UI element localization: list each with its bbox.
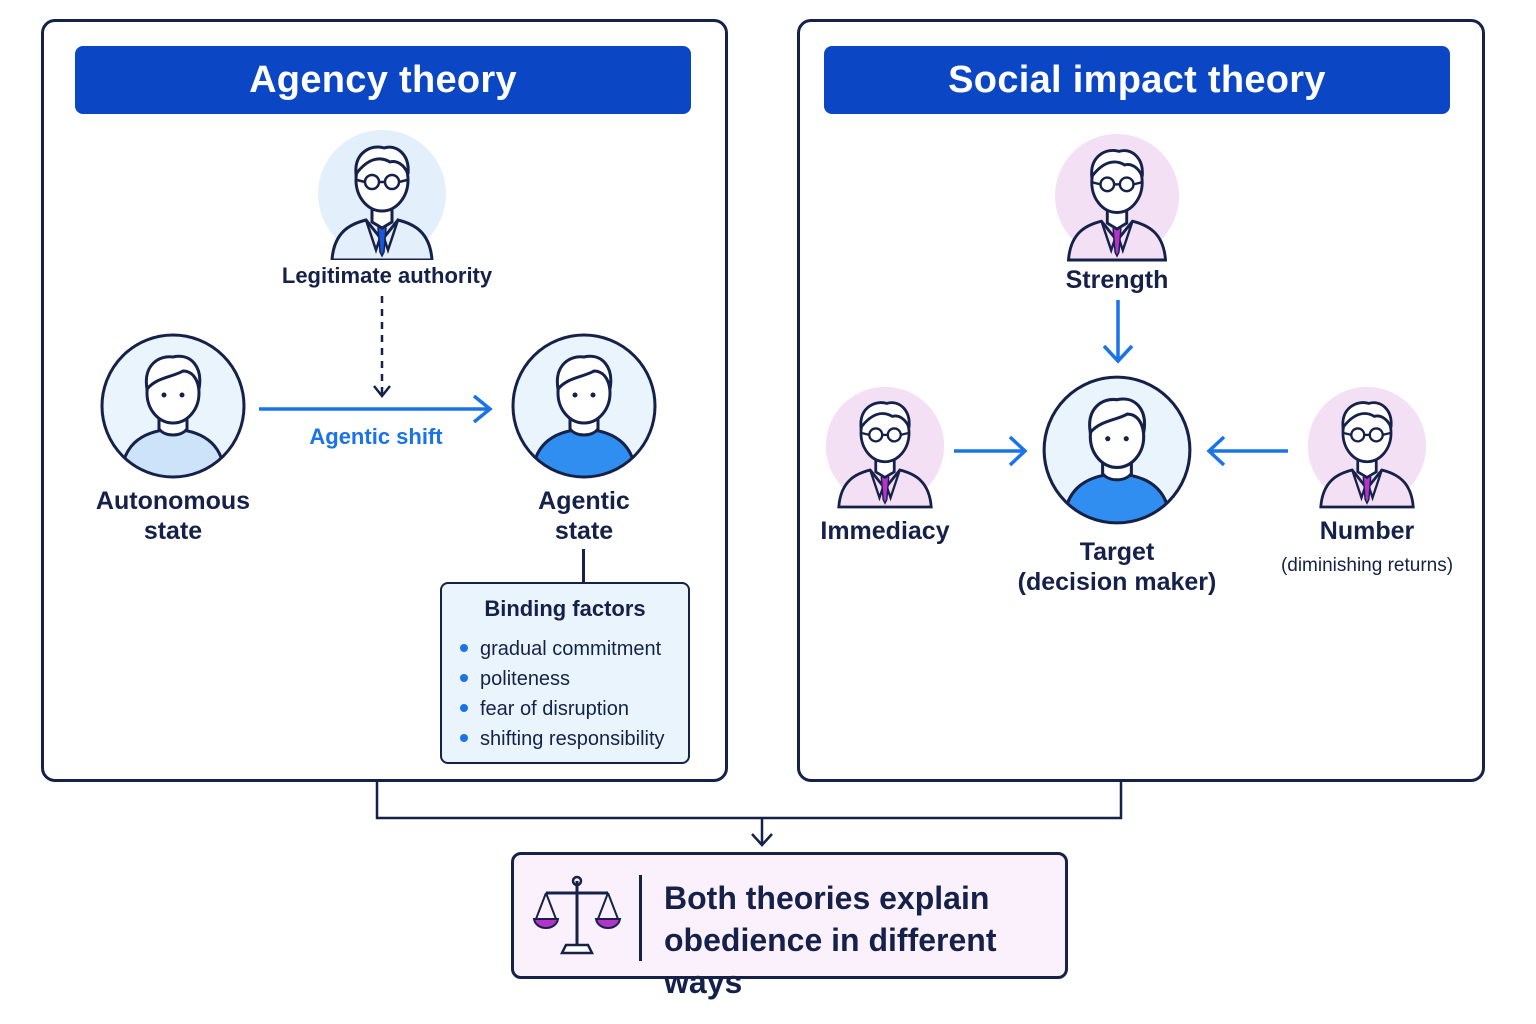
agentic-person-icon xyxy=(511,333,657,479)
conclusion-text: Both theories explain obedience in diffe… xyxy=(664,880,997,1000)
autonomous-person-icon xyxy=(100,333,246,479)
list-item: gradual commitment xyxy=(460,634,665,664)
number-sublabel: (diminishing returns) xyxy=(1280,555,1454,576)
agentic-shift-label: Agentic shift xyxy=(309,424,443,449)
bullet-icon xyxy=(460,673,468,682)
authority-label: Legitimate authority xyxy=(281,263,493,288)
agentic-shift-arrow xyxy=(259,394,493,424)
list-item: fear of disruption xyxy=(460,694,665,724)
immediacy-source-icon xyxy=(825,386,945,509)
authority-influence-arrow xyxy=(373,296,391,399)
social-impact-title: Social impact theory xyxy=(824,46,1450,114)
autonomous-state-label: Autonomous state xyxy=(95,487,251,545)
target-label: Target (decision maker) xyxy=(1017,538,1217,596)
target-person-icon xyxy=(1042,375,1192,525)
balance-scale-icon xyxy=(532,875,622,955)
bullet-icon xyxy=(460,733,468,742)
list-item: shifting responsibility xyxy=(460,724,665,754)
binding-connector xyxy=(582,549,585,583)
immediacy-arrow xyxy=(954,435,1028,467)
strength-source-icon xyxy=(1054,133,1180,262)
binding-factors-box: Binding factors gradual commitment polit… xyxy=(440,582,690,764)
strength-label: Strength xyxy=(1065,266,1169,294)
binding-factors-title: Binding factors xyxy=(484,596,646,621)
bullet-icon xyxy=(460,643,468,652)
number-arrow xyxy=(1206,435,1288,467)
authority-avatar-icon xyxy=(318,130,446,260)
agentic-state-label: Agentic state xyxy=(538,487,630,545)
immediacy-label: Immediacy xyxy=(820,517,950,545)
number-source-icon xyxy=(1307,386,1427,509)
agency-theory-title: Agency theory xyxy=(75,46,691,114)
binding-factors-list: gradual commitment politeness fear of di… xyxy=(460,634,665,754)
strength-arrow xyxy=(1102,300,1134,364)
conclusion-box: Both theories explain obedience in diffe… xyxy=(511,852,1068,1000)
bullet-icon xyxy=(460,703,468,712)
list-item: politeness xyxy=(460,664,665,694)
conclusion-divider xyxy=(639,875,642,961)
merge-connector xyxy=(375,780,1123,820)
number-label: Number xyxy=(1319,517,1415,545)
